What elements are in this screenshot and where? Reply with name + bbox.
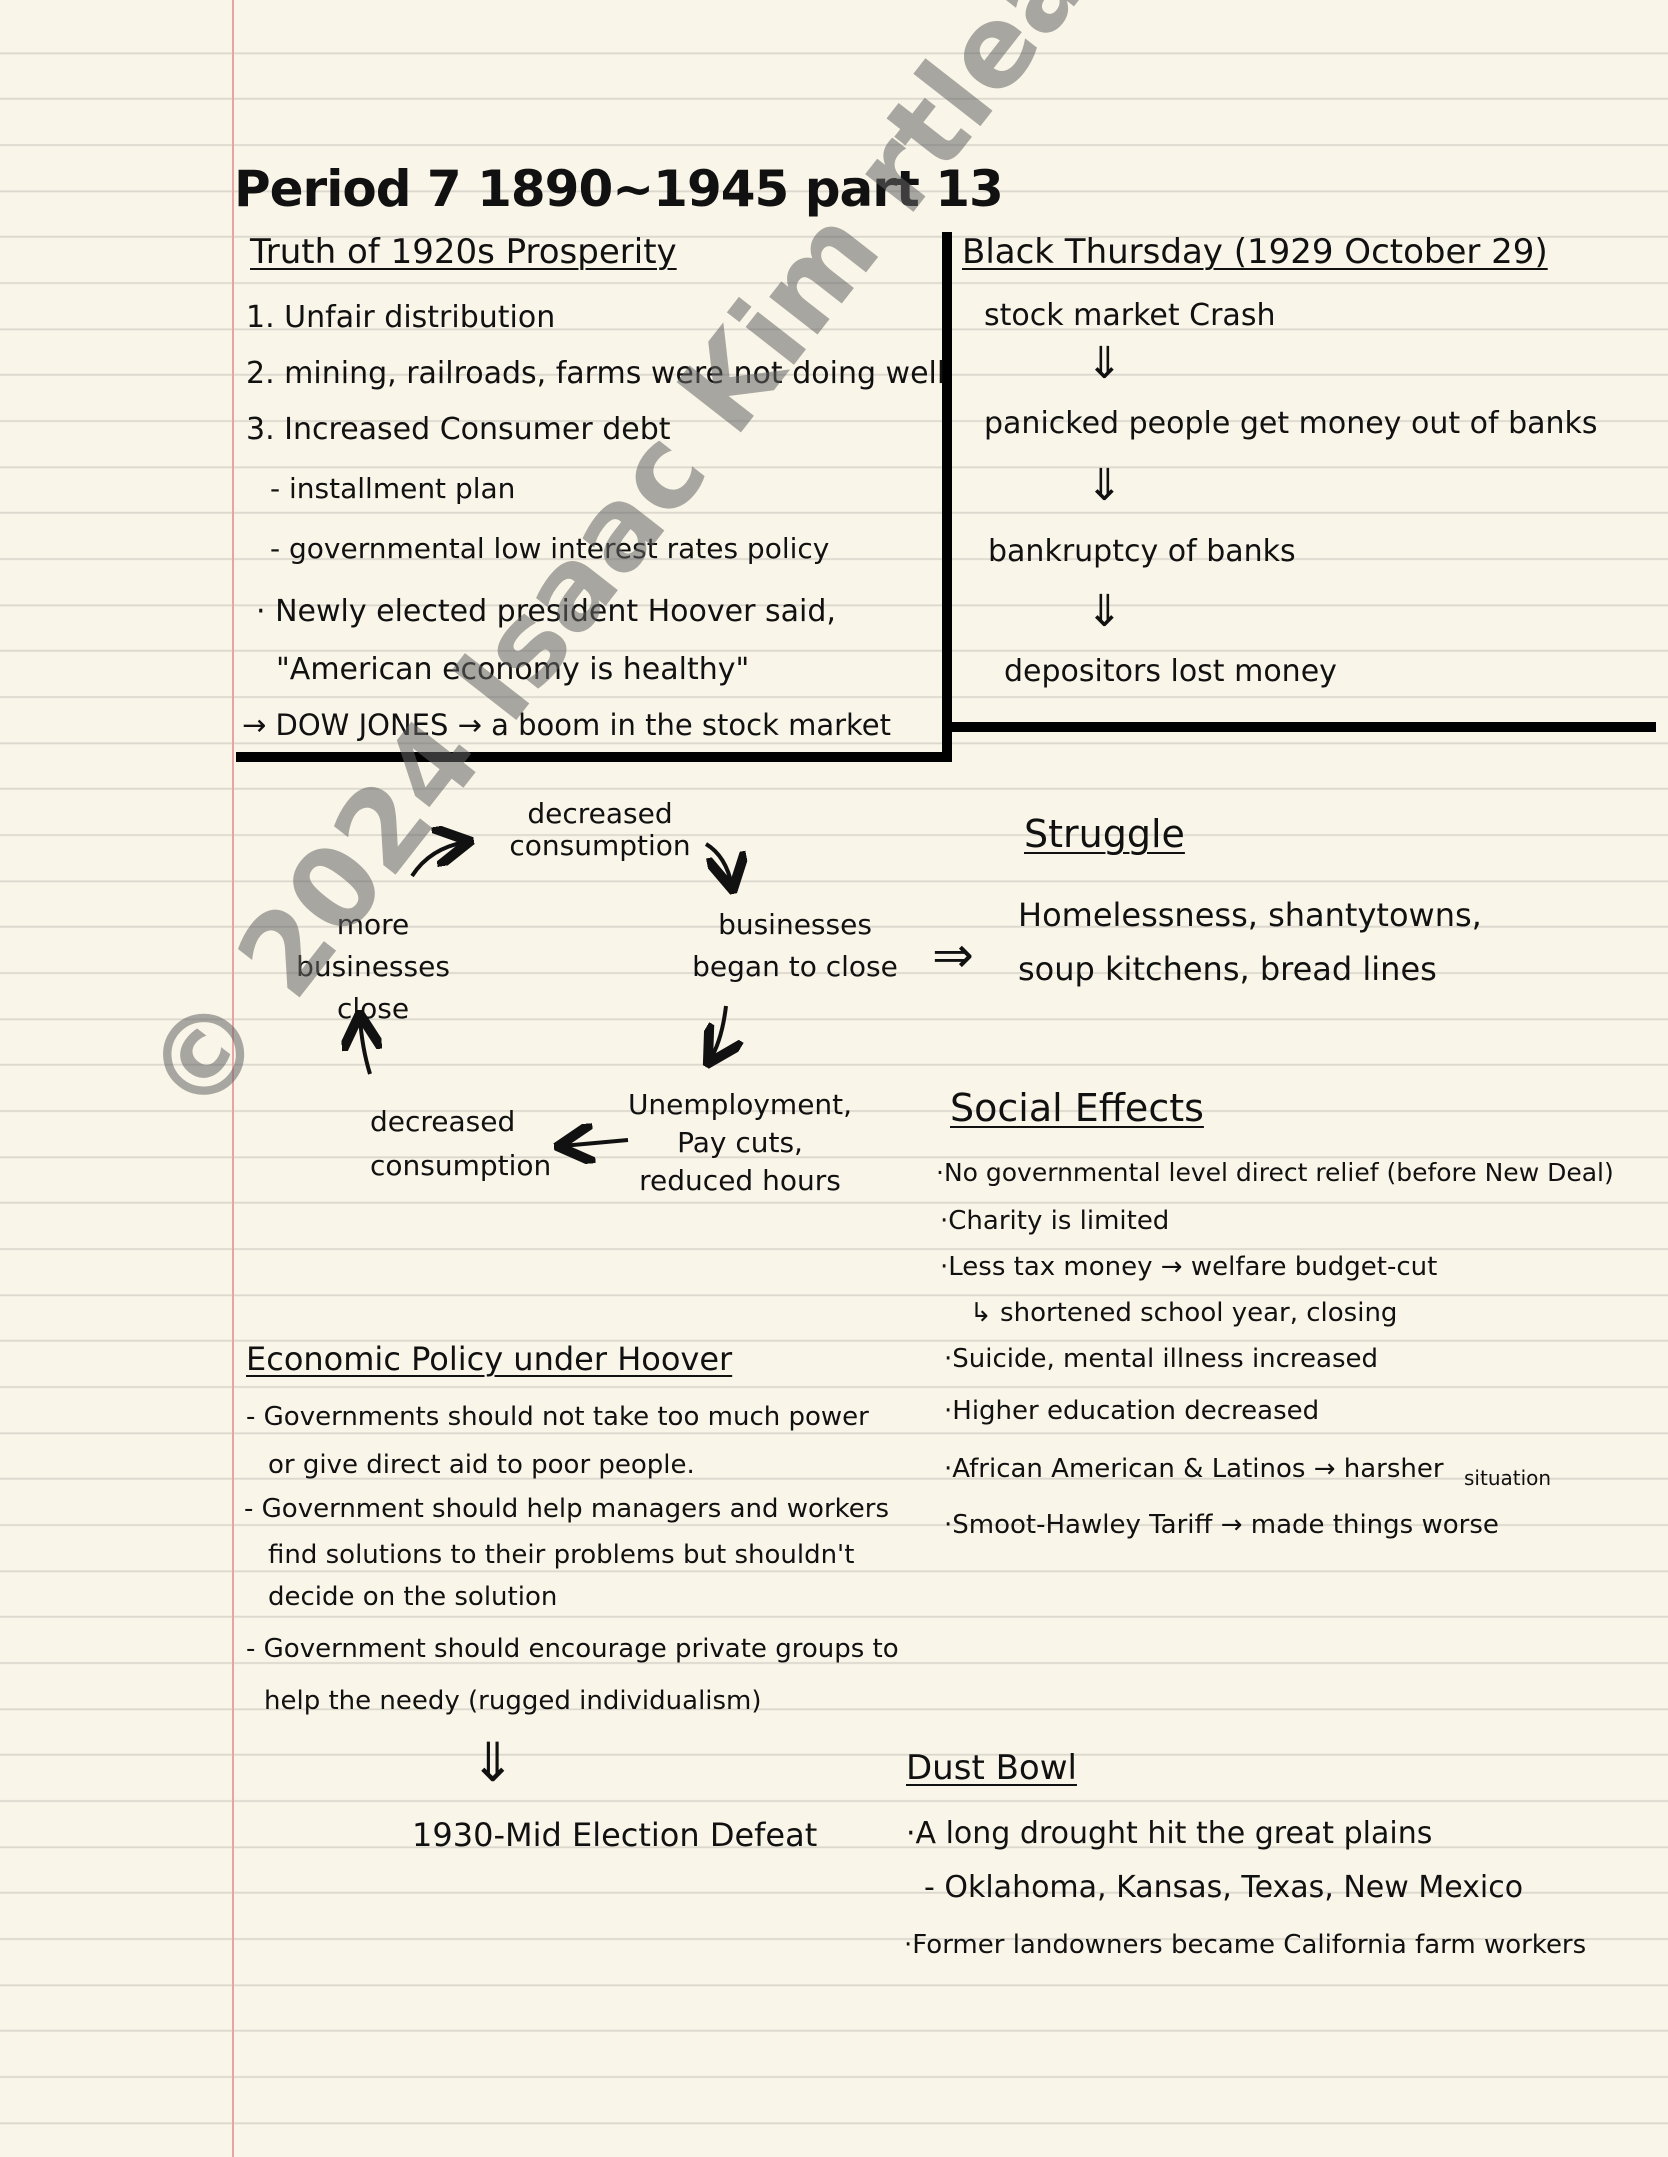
- hoover-policy-line: decide on the solution: [268, 1582, 558, 1612]
- dust-bowl-line: ·Former landowners became California far…: [904, 1930, 1587, 1960]
- hoover-policy-line: help the needy (rugged individualism): [264, 1686, 762, 1716]
- down-double-arrow-icon: ⇓: [1086, 338, 1123, 389]
- black-thursday-step: bankruptcy of banks: [988, 534, 1296, 569]
- black-thursday-box-bottom-rule: [952, 722, 1656, 732]
- prosperity-line: 3. Increased Consumer debt: [246, 412, 671, 447]
- struggle-heading: Struggle: [1024, 812, 1185, 856]
- prosperity-line: - installment plan: [270, 472, 516, 505]
- cycle-arrow-bottom-left: [562, 1140, 629, 1146]
- prosperity-line: · Newly elected president Hoover said,: [256, 594, 836, 629]
- struggle-line: soup kitchens, bread lines: [1018, 950, 1437, 988]
- cycle-top-node: decreased consumption: [509, 797, 691, 862]
- black-thursday-step: depositors lost money: [1004, 654, 1337, 689]
- situation-note: situation: [1464, 1466, 1552, 1490]
- notebook-margin-line: [232, 0, 234, 2157]
- social-effects-item: ·Smoot-Hawley Tariff → made things worse: [944, 1510, 1499, 1540]
- social-effects-item: ·African American & Latinos → harsher: [944, 1454, 1444, 1484]
- prosperity-line: 2. mining, railroads, farms were not doi…: [246, 356, 946, 391]
- dust-bowl-heading: Dust Bowl: [906, 1748, 1077, 1788]
- cycle-bottom-node: Unemployment, Pay cuts, reduced hours: [627, 1088, 853, 1197]
- social-effects-item: ·Higher education decreased: [944, 1396, 1320, 1426]
- down-double-arrow-icon: ⇓: [470, 1731, 516, 1794]
- social-effects-item: ·Less tax money → welfare budget-cut: [940, 1252, 1438, 1282]
- social-effects-item: ↳ shortened school year, closing: [970, 1298, 1398, 1328]
- hoover-policy-line: find solutions to their problems but sho…: [268, 1540, 855, 1570]
- box-divider-rule: [942, 232, 952, 762]
- social-effects-heading: Social Effects: [950, 1086, 1204, 1130]
- black-thursday-step: stock market Crash: [984, 298, 1276, 333]
- implies-arrow-icon: ⇒: [932, 926, 974, 984]
- dust-bowl-line: ·A long drought hit the great plains: [906, 1816, 1433, 1851]
- hoover-policy-line: - Government should help managers and wo…: [244, 1494, 889, 1524]
- cycle-right-node: businesses began to close: [692, 908, 898, 983]
- page-title: Period 7 1890~1945 part 13: [234, 160, 1004, 218]
- cycle-arrow-upper-right: [704, 842, 732, 886]
- hoover-policy-line: - Government should encourage private gr…: [246, 1634, 899, 1664]
- hoover-policy-line: - Governments should not take too much p…: [246, 1402, 869, 1432]
- black-thursday-heading: Black Thursday (1929 October 29): [962, 232, 1548, 272]
- prosperity-line: - governmental low interest rates policy: [270, 532, 830, 565]
- prosperity-heading: Truth of 1920s Prosperity: [250, 232, 677, 272]
- down-double-arrow-icon: ⇓: [1086, 460, 1123, 511]
- social-effects-item: ·Suicide, mental illness increased: [944, 1344, 1379, 1374]
- hoover-policy-result: 1930-Mid Election Defeat: [412, 1816, 818, 1854]
- social-effects-item: ·No governmental level direct relief (be…: [936, 1158, 1614, 1187]
- cycle-arrow-upper-left: [410, 842, 466, 878]
- prosperity-box-bottom-rule: [236, 752, 952, 762]
- hoover-policy-heading: Economic Policy under Hoover: [246, 1340, 733, 1378]
- cycle-arrow-left-up: [360, 1018, 370, 1075]
- down-double-arrow-icon: ⇓: [1086, 586, 1123, 637]
- cycle-upper-left-node: more businesses close: [296, 908, 450, 1025]
- prosperity-line: "American economy is healthy": [276, 652, 750, 687]
- cycle-arrow-right-down: [710, 1005, 726, 1060]
- social-effects-item: ·Charity is limited: [940, 1206, 1170, 1236]
- dust-bowl-line: - Oklahoma, Kansas, Texas, New Mexico: [924, 1870, 1524, 1905]
- black-thursday-step: panicked people get money out of banks: [984, 406, 1598, 441]
- struggle-line: Homelessness, shantytowns,: [1018, 896, 1482, 934]
- prosperity-line: 1. Unfair distribution: [246, 300, 556, 335]
- cycle-left-node: decreased consumption: [370, 1105, 552, 1182]
- hoover-policy-line: or give direct aid to poor people.: [268, 1450, 695, 1480]
- prosperity-line: → DOW JONES → a boom in the stock market: [242, 708, 892, 742]
